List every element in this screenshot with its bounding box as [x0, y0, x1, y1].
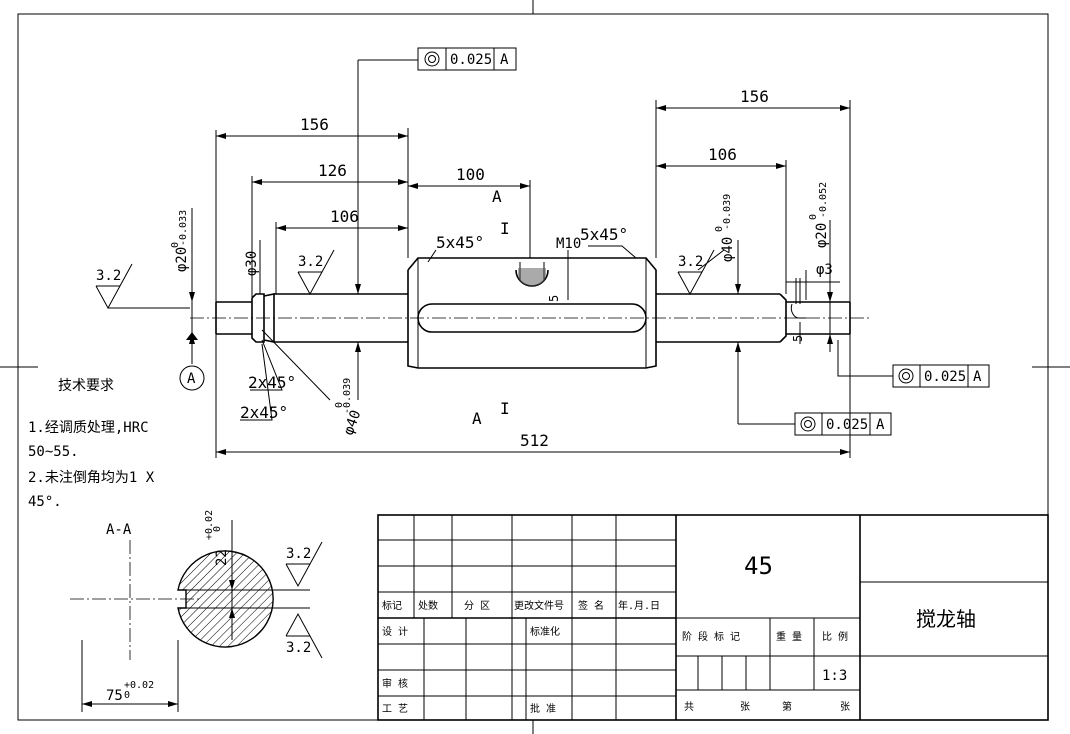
- dim-chamfer-2x45-b: 2x45°: [240, 403, 288, 422]
- tech-line-2: 50~55.: [28, 444, 79, 460]
- section-dim-75: 75: [106, 688, 123, 704]
- roughness-symbol-5: 3.2: [285, 612, 323, 659]
- part-name: 搅龙轴: [916, 607, 976, 631]
- dim-phi40-left-tol: -0.039: [342, 378, 353, 414]
- svg-text:3.2: 3.2: [286, 546, 311, 562]
- section-a-bottom: A: [472, 409, 482, 428]
- scale-value: 1:3: [822, 668, 847, 684]
- dim-phi20-right-zero: 0: [808, 214, 819, 220]
- svg-text:设 计: 设 计: [382, 625, 408, 638]
- dim-phi30: φ30: [244, 251, 260, 276]
- material-label: 45: [744, 552, 773, 580]
- section-mark-top: I: [500, 219, 510, 238]
- dim-phi20-left-zero: 0: [170, 242, 181, 248]
- svg-text:标记: 标记: [382, 600, 402, 612]
- dimension-texts: 156 126 106 100 156 106 512 φ20 0 -0.033…: [170, 87, 833, 450]
- section-dim-22-zero: 0: [212, 526, 223, 532]
- section-mark-bottom: I: [500, 399, 510, 418]
- dim-chamfer-2x45-a: 2x45°: [248, 373, 296, 392]
- tolerance-frame-2: 0.025 A: [892, 364, 990, 388]
- svg-text:第: 第: [782, 700, 792, 713]
- svg-text:签 名: 签 名: [578, 599, 604, 612]
- svg-text:共: 共: [684, 701, 694, 713]
- svg-text:更改文件号: 更改文件号: [514, 599, 564, 612]
- dim-156-right: 156: [740, 87, 769, 106]
- svg-text:张: 张: [740, 701, 750, 713]
- roughness-symbol-1: 3.2: [95, 263, 190, 310]
- dim-phi20-right: φ20: [814, 223, 830, 248]
- tech-line-4: 45°.: [28, 494, 62, 510]
- shaft-outline: [190, 257, 870, 369]
- svg-text:处数: 处数: [418, 599, 438, 612]
- svg-text:0.025: 0.025: [450, 52, 492, 68]
- tech-line-3: 2.未注倒角均为1 X: [28, 470, 155, 486]
- dim-100: 100: [456, 165, 485, 184]
- dim-phi40-right-zero: 0: [714, 226, 725, 232]
- section-view-aa: A-A 22 +0.02 0 75 +0.02 0: [70, 510, 310, 712]
- dim-chamfer-5x45-b: 5x45°: [580, 225, 628, 244]
- tech-title: 技术要求: [58, 378, 114, 394]
- roughness-symbol-3: 3.2: [677, 249, 715, 296]
- svg-text:工 艺: 工 艺: [382, 703, 408, 715]
- dim-126: 126: [318, 161, 347, 180]
- datum-a-label: A: [187, 371, 196, 387]
- title-block: 45 搅龙轴 1:3 标记 处数 分 区 更改文件号 签 名 年.月.日 设 计…: [377, 514, 1049, 721]
- roughness-symbol-4: 3.2: [285, 541, 323, 588]
- dim-106-right: 106: [708, 145, 737, 164]
- svg-text:0.025: 0.025: [826, 417, 868, 433]
- dim-phi20-left: φ20: [174, 247, 190, 272]
- svg-text:0.025: 0.025: [924, 369, 966, 385]
- dim-106-left: 106: [330, 207, 359, 226]
- svg-text:3.2: 3.2: [96, 268, 121, 284]
- dim-five-a: 5: [547, 295, 561, 302]
- svg-text:标准化: 标准化: [530, 625, 560, 638]
- dim-phi40-right: φ40: [720, 237, 736, 262]
- svg-text:张: 张: [840, 701, 850, 713]
- dim-chamfer-5x45-a: 5x45°: [436, 233, 484, 252]
- svg-text:阶 段 标 记: 阶 段 标 记: [682, 630, 740, 643]
- dimension-lines: [189, 59, 893, 458]
- roughness-symbol-2: 3.2: [297, 249, 335, 296]
- section-dim-22-tol: +0.02: [204, 510, 215, 540]
- dim-phi40-right-tol: -0.039: [722, 194, 733, 230]
- svg-text:分 区: 分 区: [464, 600, 490, 612]
- tolerance-frame-3: 0.025 A: [794, 412, 892, 436]
- svg-text:审 核: 审 核: [382, 677, 408, 690]
- tolerance-frame-1: 0.025 A: [417, 47, 517, 71]
- svg-text:3.2: 3.2: [286, 640, 311, 656]
- technical-requirements: 技术要求 1.经调质处理,HRC 50~55. 2.未注倒角均为1 X 45°.: [28, 378, 155, 510]
- tech-line-1: 1.经调质处理,HRC: [28, 420, 149, 436]
- dim-m10: M10: [556, 236, 581, 252]
- section-title: A-A: [106, 522, 132, 538]
- dim-phi20-right-tol: -0.052: [818, 182, 829, 218]
- datum-a-symbol: A: [179, 330, 205, 391]
- dim-phi20-left-tol: -0.033: [178, 210, 189, 246]
- section-dim-22: 22: [214, 549, 230, 566]
- dim-512: 512: [520, 431, 549, 450]
- dim-five-b: 5: [791, 335, 805, 342]
- svg-text:3.2: 3.2: [678, 254, 703, 270]
- dim-156-left: 156: [300, 115, 329, 134]
- svg-text:年.月.日: 年.月.日: [618, 599, 660, 612]
- svg-text:A: A: [500, 52, 509, 68]
- section-a-top: A: [492, 187, 502, 206]
- svg-text:批 准: 批 准: [530, 702, 556, 715]
- dim-phi3: φ3: [816, 262, 833, 278]
- roughness-symbols: 3.2 3.2 3.2 3.2 3.2: [95, 249, 715, 659]
- section-dim-75-zero: 0: [124, 690, 130, 701]
- svg-text:比 例: 比 例: [822, 630, 848, 643]
- svg-text:3.2: 3.2: [298, 254, 323, 270]
- svg-text:A: A: [876, 417, 885, 433]
- section-dim-75-tol: +0.02: [124, 680, 154, 691]
- svg-text:重 量: 重 量: [776, 630, 802, 643]
- dim-phi40-left-zero: 0: [334, 402, 345, 408]
- svg-text:A: A: [973, 369, 982, 385]
